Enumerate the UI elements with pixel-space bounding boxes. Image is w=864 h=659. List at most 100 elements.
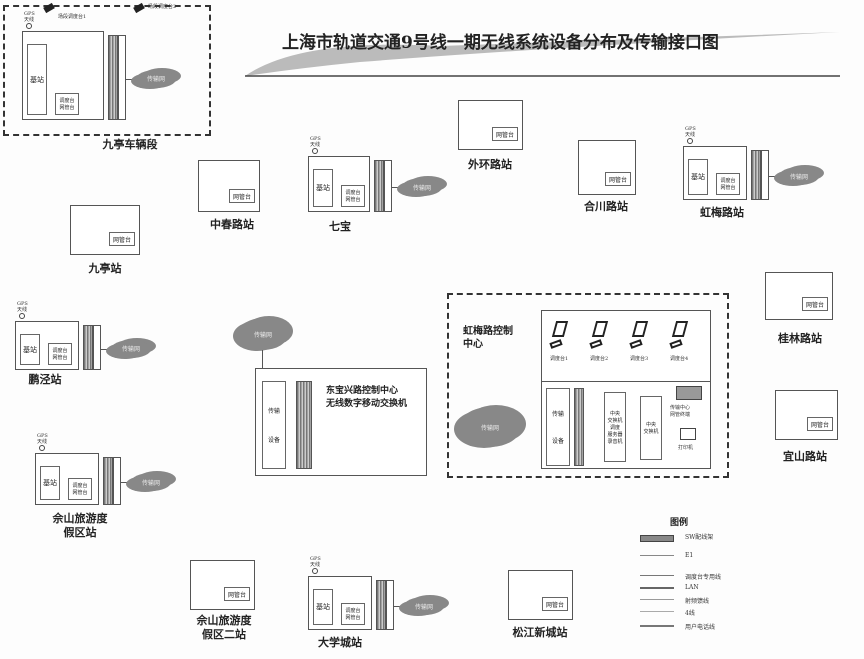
text: 设备: [267, 437, 280, 444]
transport-network-cloud: 传输网: [131, 473, 171, 491]
distribution-frame: [103, 457, 113, 505]
text: 调度台: [59, 98, 75, 104]
station-box: 基站调度台网管台: [308, 156, 370, 212]
legend-swatch: [640, 611, 674, 612]
gps-antenna-label: GPS天线: [24, 11, 35, 23]
text: 网管台: [72, 490, 88, 496]
link-line: [101, 348, 113, 350]
monitor-icon: [551, 321, 569, 337]
station-box: 基站调度台网管台: [308, 576, 372, 630]
cloud-label: 传输网: [414, 603, 433, 611]
legend-swatch: [640, 625, 674, 627]
dispatch-console: 调度台网管台: [48, 343, 72, 365]
dispatch-console: 调度台网管台: [68, 478, 92, 500]
station-box: 基站调度台网管台: [683, 146, 747, 200]
text: 调度台: [72, 483, 88, 489]
dongbao-control-center: 传输设备 东宝兴路控制中心无线数字移动交换机: [255, 368, 427, 476]
base-station: 基站: [313, 589, 333, 625]
station-equipment: GPS天线基站调度台网管台传输网: [15, 301, 157, 390]
distribution-frame: [376, 580, 386, 630]
gps-antenna-label: GPS天线: [310, 556, 321, 568]
text: 网管台: [345, 615, 361, 621]
station-label: 虹梅路站: [700, 206, 744, 219]
link-line: [262, 350, 263, 368]
distribution-frame: [574, 388, 584, 466]
station-label: 鹏泾站: [28, 373, 62, 386]
transport-equipment: [113, 457, 121, 505]
nms-console: 网管台: [224, 587, 250, 601]
link-line: [121, 482, 133, 483]
dongbao-label: 东宝兴路控制中心无线数字移动交换机: [326, 385, 407, 411]
transport-network-cloud: 传输网: [779, 167, 819, 185]
cloud-label: 传输网: [789, 173, 808, 181]
legend-item-label: LAN: [685, 584, 699, 591]
gps-antenna-label: GPS天线: [17, 301, 28, 313]
station-box: 基站调度台网管台: [15, 321, 79, 370]
nms-console: 网管台: [605, 172, 631, 186]
transport-equipment: 传输设备: [262, 381, 286, 469]
transport-network-cloud: 传输网: [459, 407, 521, 447]
legend-swatch: [640, 599, 674, 600]
text: 假区站: [63, 526, 97, 539]
legend-item-label: E1: [685, 552, 694, 559]
nms-console: 网管台: [229, 189, 255, 203]
base-station: 基站: [688, 159, 708, 195]
central-switch-dispatch-server: 中央交换机调度服务器录音机: [604, 392, 626, 462]
console-label: 调度台3: [630, 356, 649, 362]
transport-network-cloud: 传输网: [238, 318, 288, 350]
cloud-label: 传输网: [121, 346, 140, 353]
cloud-label: 传输网: [141, 479, 160, 487]
text: 无线数字移动交换机: [326, 399, 408, 409]
monitor-icon: [591, 321, 609, 337]
station-label: 七宝: [329, 220, 351, 233]
distribution-frame: [296, 381, 312, 469]
station-label: 佘山旅游度假区二站: [197, 614, 252, 642]
station-box: 基站调度台网管台: [35, 453, 99, 505]
text: 传输: [267, 408, 280, 415]
legend-swatch: [640, 555, 674, 556]
station-label: 佘山旅游度假区站: [53, 512, 108, 540]
station-equipment: GPS天线基站调度台网管台传输网: [35, 433, 177, 525]
legend-swatch: [640, 535, 674, 542]
depot-boundary: [3, 5, 211, 136]
transport-equipment: [118, 35, 126, 120]
monitor-icon: [671, 321, 689, 337]
distribution-frame: [374, 160, 384, 212]
transport-equipment: 传输设备: [546, 388, 570, 466]
station-box: 网管台: [458, 100, 523, 150]
text: 网管台: [720, 185, 736, 191]
link-line: [126, 78, 138, 80]
nms-console: 网管台: [807, 417, 833, 431]
printer-icon: [680, 428, 696, 440]
station-box: 网管台: [198, 160, 260, 212]
text: 交换机: [643, 429, 659, 435]
transport-equipment: [384, 160, 392, 212]
central-switch: 中央交换机: [640, 396, 662, 460]
text: 虹梅路控制: [463, 326, 513, 337]
phone-icon: [629, 339, 643, 349]
text: 传输: [551, 411, 564, 418]
diagram-title: 上海市轨道交通9号线一期无线系统设备分布及传输接口图: [282, 33, 719, 53]
transport-equipment: [386, 580, 394, 630]
station-equipment: GPS天线基站调度台网管台传输网: [308, 556, 450, 650]
base-station: 基站: [40, 466, 60, 500]
gps-antenna-label: GPS天线: [685, 126, 696, 138]
text: 交换机: [607, 417, 623, 424]
text: 中央: [609, 410, 620, 417]
legend-item-label: 调度台专用线: [685, 574, 722, 581]
transport-network-cloud: 传输网: [136, 69, 176, 88]
nms-console: 网管台: [492, 127, 518, 141]
phone-icon: [669, 339, 683, 349]
text: 东宝兴路控制中心: [326, 386, 399, 396]
gps-antenna-label: GPS天线: [310, 136, 321, 148]
station-box: 网管台: [190, 560, 255, 610]
text: 传输中心: [670, 405, 691, 411]
nms-console: 网管台: [109, 232, 135, 246]
text: 中心: [463, 339, 483, 350]
text: 调度台: [52, 348, 68, 354]
